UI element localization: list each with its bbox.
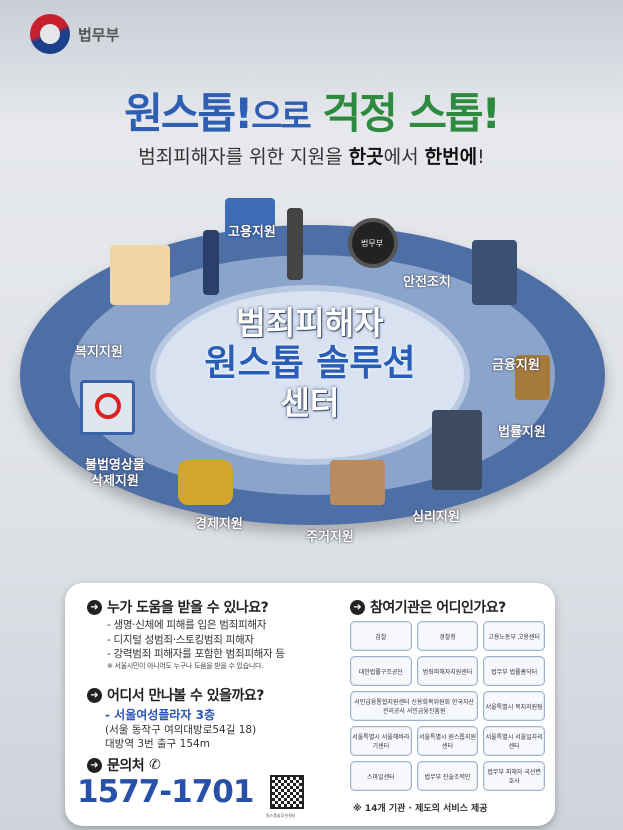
welfare-illustration [110, 245, 170, 305]
agency-logo: 범죄피해자지원센터 [416, 656, 479, 686]
contact-title: 문의처 [107, 758, 145, 774]
service-illegal-video-removal: 불법영상물 삭제지원 [85, 458, 145, 490]
finance-illustration [472, 240, 517, 305]
service-housing: 주거지원 [306, 530, 354, 545]
subtitle: 범죄피해자를 위한 지원을 한곳에서 한번에! [0, 142, 623, 169]
contact-heading: ➜ 문의처✆ [87, 755, 161, 775]
list-item: - 강력범죄 피해자를 포함한 범죄피해자 등 [107, 648, 285, 661]
service-finance: 금융지원 [492, 358, 540, 373]
house-illustration [330, 460, 385, 505]
ministry-name: 법무부 [78, 25, 120, 44]
service-economic: 경제지원 [195, 517, 243, 532]
illegal-video-illustration [80, 380, 135, 435]
watch-label: 법무부 [361, 239, 384, 248]
scales-illustration [515, 355, 550, 400]
service-safety: 안전조치 [403, 275, 451, 290]
info-panel: ➜ 누가 도움을 받을 수 있나요? - 생명·신체에 피해를 입은 범죄피해자 … [65, 583, 555, 826]
center-line-2: 원스톱 솔루션 [204, 342, 416, 384]
location-address: (서울 동작구 여의대방로54길 18) [105, 724, 257, 737]
agency-logo: 서울특별시 서울일자리센터 [483, 726, 545, 756]
who-note: ※ 서울시민이 아니어도 누구나 도움을 받을 수 있습니다. [107, 662, 264, 671]
taegeuk-emblem-icon [30, 14, 70, 54]
coins-illustration [178, 460, 233, 505]
agency-logo: 경찰청 [416, 621, 479, 651]
agency-logo-grid: 검찰 경찰청 고용노동부 고용센터 대한법률구조공단 범죄피해자지원센터 법무부… [350, 621, 545, 791]
subtitle-bold: 한번에 [424, 146, 478, 168]
arrow-right-icon: ➜ [87, 599, 102, 615]
person-illustration [287, 208, 303, 280]
ministry-logo: 법무부 [30, 14, 119, 54]
arrow-right-icon: ➜ [350, 599, 365, 615]
where-heading: ➜ 어디서 만나볼 수 있을까요? [87, 685, 264, 705]
agency-logo: 서민금융통합지원센터 신용회복위원회 한국자산관리공사 서민금융진흥원 [350, 691, 479, 721]
agency-logo: 스마일센터 [350, 761, 412, 791]
phone-icon: ✆ [149, 757, 161, 773]
agency-logo: 서울특별시 원스톱지원센터 [416, 726, 479, 756]
center-line-1: 범죄피해자 [236, 304, 384, 342]
agency-logo: 고용노동부 고용센터 [483, 621, 545, 651]
service-employment: 고용지원 [228, 225, 276, 240]
subtitle-text: ! [477, 146, 485, 168]
service-psychology: 심리지원 [412, 510, 460, 525]
who-heading: ➜ 누가 도움을 받을 수 있나요? [87, 597, 269, 617]
agency-logo: 법무부 법률홈닥터 [483, 656, 545, 686]
agency-logo: 법무부 진술조력인 [416, 761, 479, 791]
agency-logo: 서울특별시 복지지원팀 [483, 691, 545, 721]
center-title: 범죄피해자 원스톱 솔루션 센터 [150, 304, 470, 423]
agencies-title: 참여기관은 어디인가요? [370, 600, 506, 616]
location-station: 대방역 3번 출구 154m [105, 738, 210, 751]
headline: 원스톱!으로 걱정 스톱! [0, 80, 623, 141]
list-item: - 생명·신체에 피해를 입은 범죄피해자 [107, 619, 267, 631]
who-title: 누가 도움을 받을 수 있나요? [107, 600, 269, 616]
service-legal: 법률지원 [498, 425, 546, 440]
smartwatch-illustration: 법무부 [348, 218, 398, 268]
employment-illustration [225, 198, 275, 238]
service-welfare: 복지지원 [75, 345, 123, 360]
agency-logo: 법무부 피해자 국선변호사 [483, 761, 545, 791]
where-title: 어디서 만나볼 수 있을까요? [107, 688, 264, 704]
location-name: - 서울여성플라자 3층 [105, 708, 216, 722]
phone-number[interactable]: 1577-1701 [77, 774, 254, 810]
counseling-illustration [432, 410, 482, 490]
location: - 서울여성플라자 3층 (서울 동작구 여의대방로54길 18) 대방역 3번… [105, 707, 256, 752]
agency-logo: 검찰 [350, 621, 412, 651]
headline-particle: 으로 [251, 97, 312, 137]
subtitle-bold: 한곳 [348, 146, 384, 168]
list-item: - 디지털 성범죄·스토킹범죄 피해자 [107, 633, 254, 646]
headline-worry-stop: 걱정 스톱! [322, 89, 500, 138]
agencies-footnote: ※ 14개 기관 · 제도의 서비스 제공 [353, 804, 488, 814]
agency-logo: 대한법률구조공단 [350, 656, 412, 686]
arrow-right-icon: ➜ [87, 757, 102, 773]
who-list: - 생명·신체에 피해를 입은 범죄피해자 - 디지털 성범죄·스토킹범죄 피해… [107, 618, 335, 672]
subtitle-text: 범죄피해자를 위한 지원을 [138, 146, 349, 168]
person-illustration [203, 230, 219, 295]
subtitle-text: 에서 [383, 146, 425, 168]
center-line-3: 센터 [280, 384, 340, 423]
agency-logo: 서울특별시 서울해바라기센터 [350, 726, 412, 756]
inner-ring [150, 285, 470, 465]
qr-caption: 원스톱솔루션센터 [266, 813, 296, 818]
qr-code[interactable] [270, 775, 304, 809]
agencies-heading: ➜ 참여기관은 어디인가요? [350, 597, 506, 617]
headline-onestop: 원스톱! [124, 89, 253, 138]
arrow-right-icon: ➜ [87, 687, 102, 703]
